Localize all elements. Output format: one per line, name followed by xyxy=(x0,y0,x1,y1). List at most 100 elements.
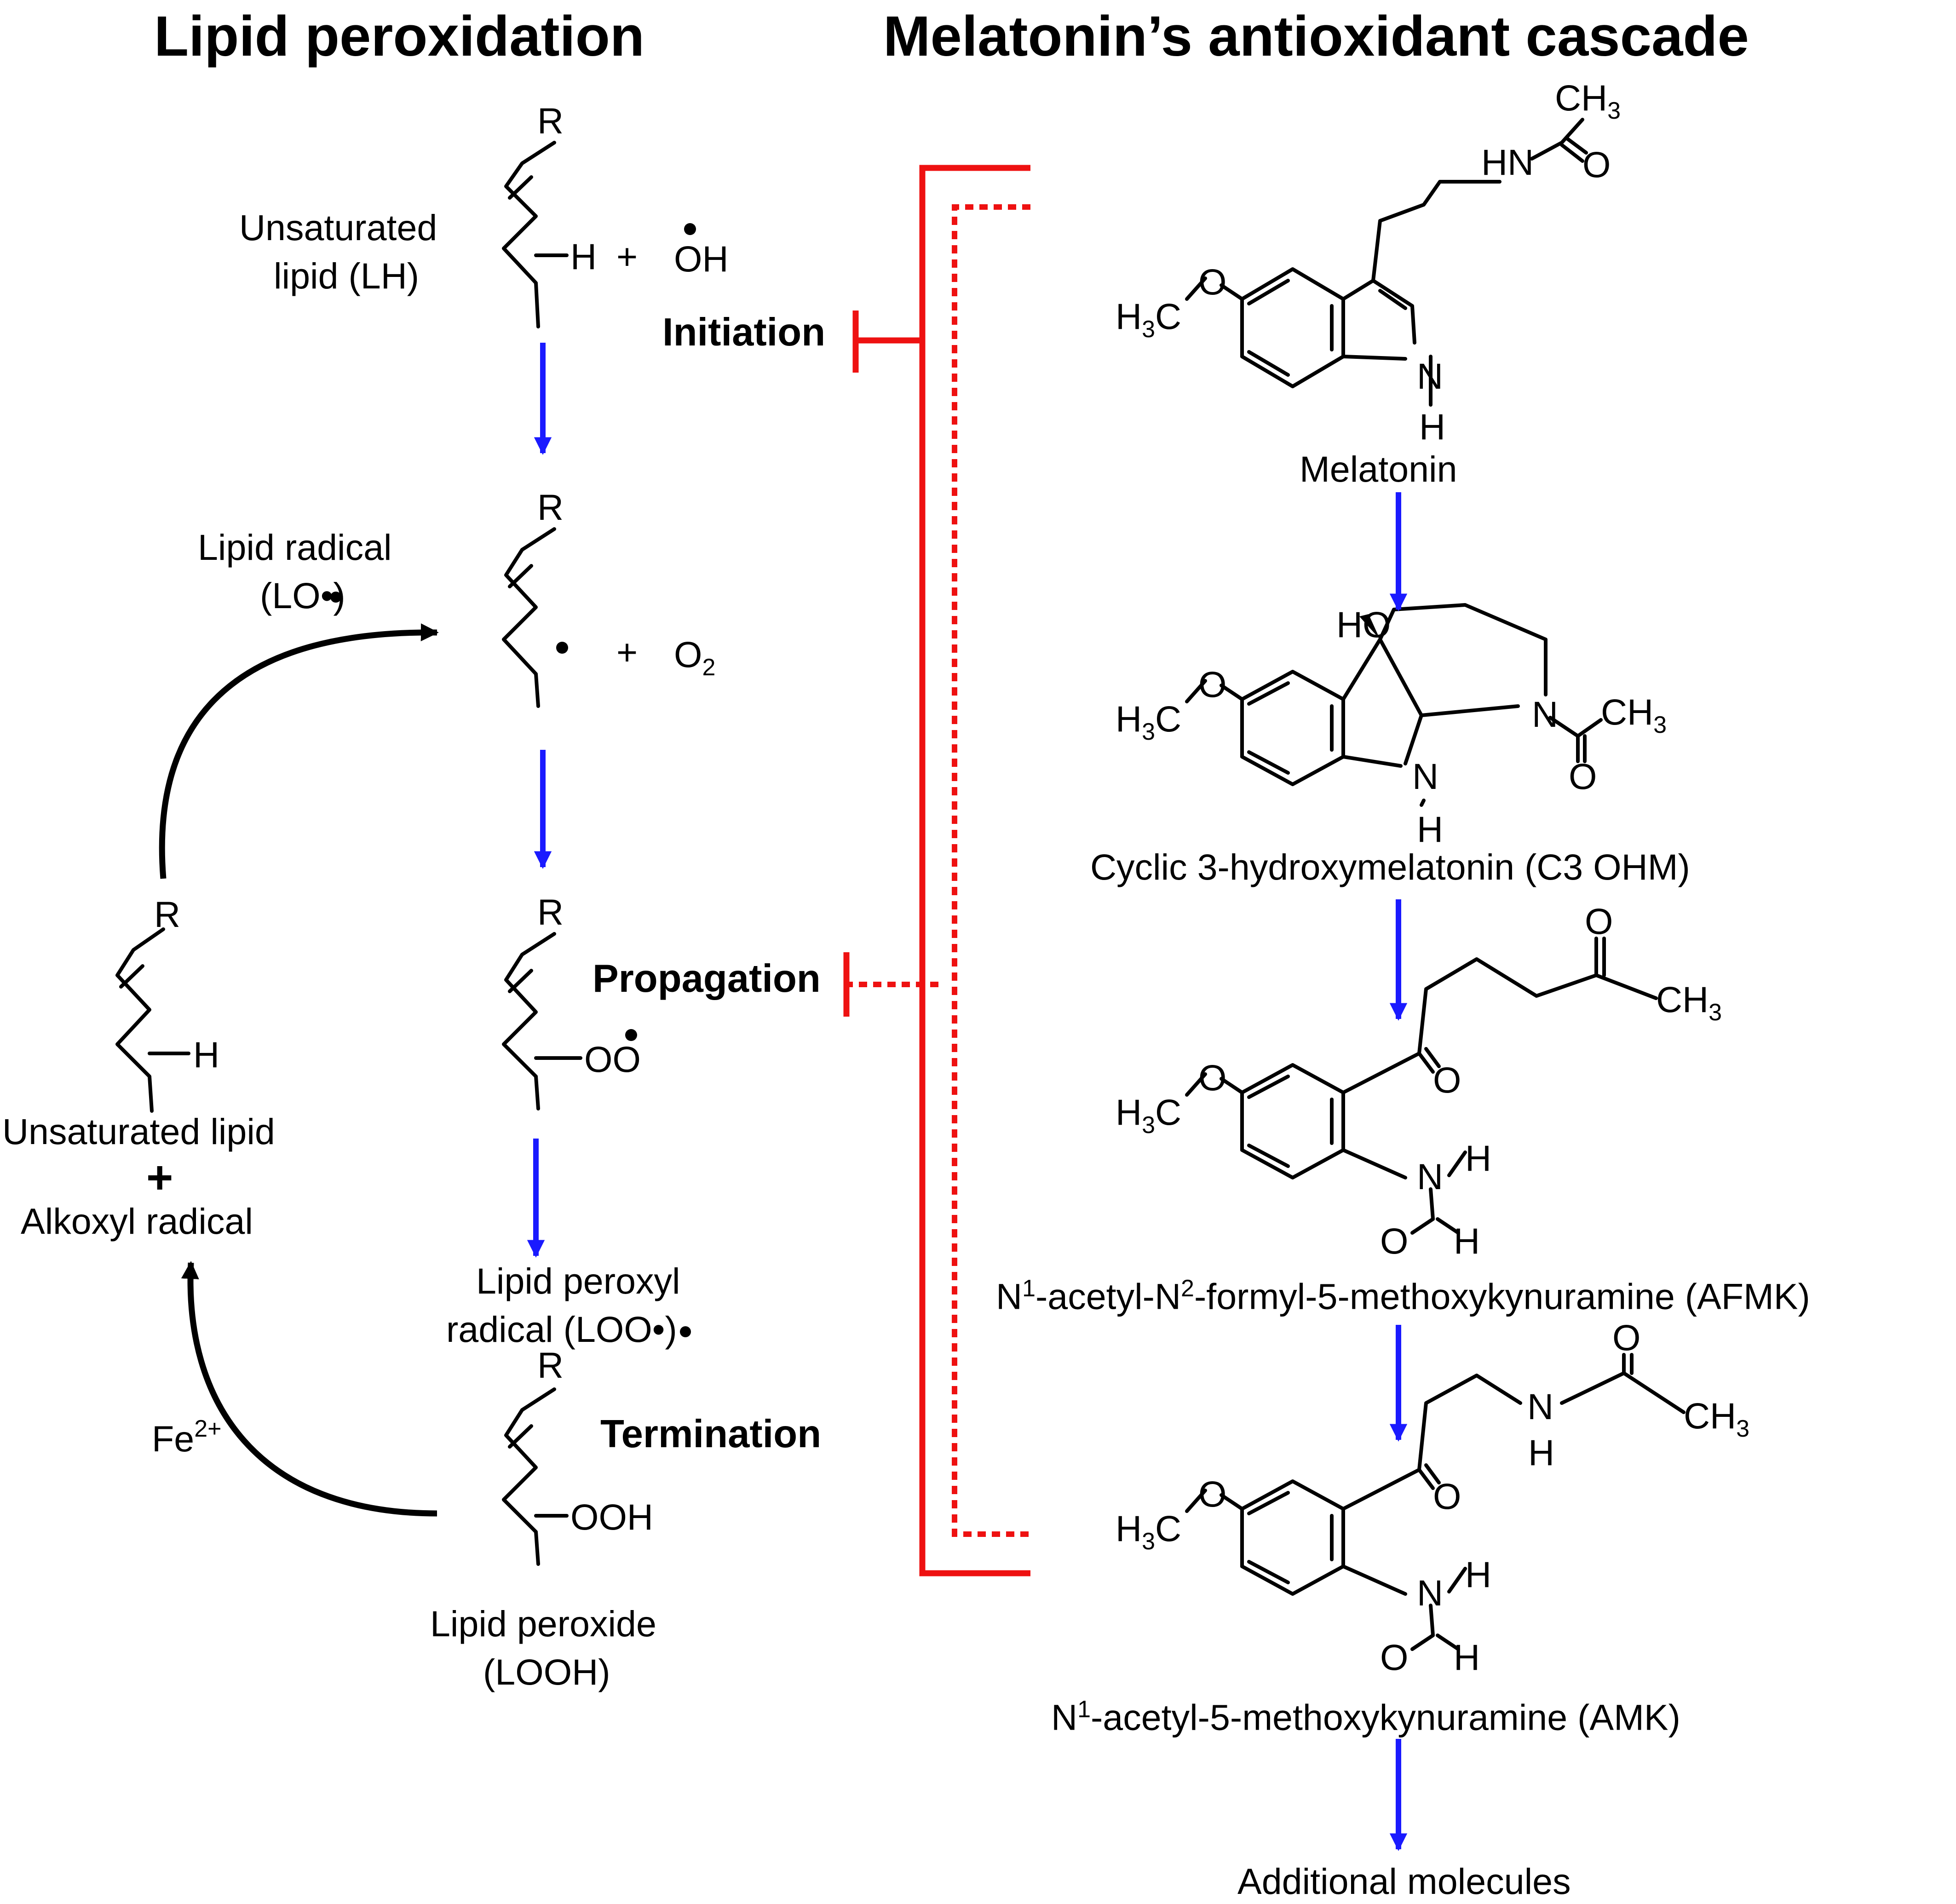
afmk-methoxy-o: O xyxy=(1198,1057,1226,1098)
step-termination: Termination xyxy=(600,1412,822,1456)
melatonin-ch3-symbol: CH xyxy=(1555,77,1607,118)
melatonin-h3c-subscript: 3 xyxy=(1142,316,1155,343)
peroxide-label-line2: (LOOH) xyxy=(483,1651,610,1692)
melatonin-nh-h: H xyxy=(1419,406,1445,447)
atom-r-5: R xyxy=(154,894,180,935)
afmk-label-rest: -formyl-5-methoxykynuramine (AFMK) xyxy=(1194,1276,1810,1317)
lipid-lh-structure xyxy=(502,141,569,328)
c3ohm-wedge-bond xyxy=(1359,614,1380,639)
afmk-amide-h: H xyxy=(1465,1138,1491,1179)
afmk-label-prefix: N xyxy=(996,1276,1023,1317)
amk-amide-h: H xyxy=(1465,1554,1491,1595)
afmk-ch3-symbol: CH xyxy=(1656,979,1709,1020)
afmk-carbonyl-o: O xyxy=(1433,1059,1461,1100)
c3ohm-h3c-h: H xyxy=(1116,698,1142,739)
lh-label-line2: lipid (LH) xyxy=(274,255,420,296)
melatonin-ch3-subscript: 3 xyxy=(1607,98,1621,124)
amk-label: N1-acetyl-5-methoxykynuramine (AMK) xyxy=(1051,1697,1680,1735)
c3ohm-h3c-c: C xyxy=(1155,698,1181,739)
amk-h3c-group: H3C xyxy=(1116,1508,1181,1555)
melatonin-carbonyl-o: O xyxy=(1582,144,1611,185)
melatonin-h3c-group: H3C xyxy=(1116,296,1181,343)
c3ohm-h3c-group: H3C xyxy=(1116,698,1181,745)
lh-label-line1: Unsaturated xyxy=(239,207,437,248)
afmk-label-sup1: 1 xyxy=(1022,1275,1036,1302)
afmk-ketone-o: O xyxy=(1585,901,1613,942)
afmk-formyl-o: O xyxy=(1380,1220,1408,1261)
radical-dot-hydroxyl xyxy=(684,223,696,235)
atom-r-3: R xyxy=(537,892,564,932)
afmk-ch3-subscript: 3 xyxy=(1709,999,1722,1026)
melatonin-ring-n: N xyxy=(1417,356,1443,397)
hydroperoxide-group: OOH xyxy=(570,1496,653,1537)
amk-ch3-group: CH3 xyxy=(1684,1395,1749,1442)
atom-r-1: R xyxy=(537,100,564,141)
lipid-peroxyl-structure xyxy=(502,932,582,1110)
c3ohm-hydroxyl: HO xyxy=(1336,604,1391,645)
afmk-h3c-subscript: 3 xyxy=(1142,1112,1155,1139)
c3ohm-ch3-subscript: 3 xyxy=(1653,712,1667,738)
radical-dot-peroxyl xyxy=(625,1029,637,1041)
radical-dot-label-lo xyxy=(330,592,341,603)
c3ohm-ch3-group: CH3 xyxy=(1601,691,1667,738)
cycle-alkoxyl-radical-label: Alkoxyl radical xyxy=(21,1201,253,1242)
amk-methoxy-o: O xyxy=(1198,1473,1226,1514)
amk-formyl-o: O xyxy=(1380,1637,1408,1678)
iron-charge: 2+ xyxy=(194,1415,221,1442)
melatonin-h3c-h: H xyxy=(1116,296,1142,337)
amk-structure xyxy=(1185,1353,1686,1651)
c3ohm-structure xyxy=(1185,603,1603,807)
oxygen-molecule: O2 xyxy=(674,634,715,681)
afmk-h3c-h: H xyxy=(1116,1092,1142,1133)
atom-h-cycle: H xyxy=(193,1034,219,1075)
title-melatonin-cascade: Melatonin’s antioxidant cascade xyxy=(883,5,1749,68)
inhibition-bracket-dashed xyxy=(952,204,1030,1537)
amk-h3c-c: C xyxy=(1155,1508,1181,1549)
cycle-plus-sign: + xyxy=(146,1152,173,1203)
cycle-arrow-to-lipid-radical xyxy=(159,623,439,879)
cycle-unsaturated-lipid-label: Unsaturated lipid xyxy=(2,1111,275,1152)
c3ohm-ch3-symbol: CH xyxy=(1601,691,1653,732)
melatonin-h3c-c: C xyxy=(1155,296,1181,337)
c3ohm-methoxy-o: O xyxy=(1198,664,1226,705)
amk-label-prefix: N xyxy=(1051,1697,1078,1738)
amk-amide-nh-n: N xyxy=(1527,1386,1553,1427)
afmk-formyl-h: H xyxy=(1454,1220,1480,1261)
amk-ch3-subscript: 3 xyxy=(1736,1415,1749,1442)
step-initiation: Initiation xyxy=(662,311,826,354)
c3ohm-nh-h: H xyxy=(1417,809,1443,850)
amk-formyl-h: H xyxy=(1454,1637,1480,1678)
amk-h3c-h: H xyxy=(1116,1508,1142,1549)
c3ohm-h3c-subscript: 3 xyxy=(1142,719,1155,745)
plus-sign-1: + xyxy=(616,236,638,277)
afmk-h3c-group: H3C xyxy=(1116,1092,1181,1139)
amk-label-sup1: 1 xyxy=(1077,1696,1091,1723)
melatonin-methoxy-o: O xyxy=(1198,261,1226,302)
c3ohm-ring-n: N xyxy=(1532,694,1558,735)
peroxyl-group: OO xyxy=(584,1039,641,1080)
inhibition-bracket-solid xyxy=(919,165,1030,1576)
amk-carbonyl-o-top: O xyxy=(1612,1317,1640,1358)
afmk-amide-n: N xyxy=(1417,1156,1443,1197)
radical-dot-label-loo xyxy=(680,1326,691,1337)
iron-symbol: Fe xyxy=(152,1418,194,1459)
peroxide-label-line1: Lipid peroxide xyxy=(430,1603,656,1644)
amk-h3c-subscript: 3 xyxy=(1142,1528,1155,1555)
hydroxyl-radical: OH xyxy=(674,238,729,279)
afmk-label-mid: -acetyl-N xyxy=(1035,1276,1181,1317)
cycle-arrow-fe-to-alkoxyl xyxy=(181,1261,437,1517)
afmk-structure xyxy=(1185,937,1658,1235)
afmk-h3c-c: C xyxy=(1155,1092,1181,1133)
melatonin-hn-group: HN xyxy=(1481,142,1534,183)
atom-r-2: R xyxy=(537,487,564,528)
melatonin-structure xyxy=(1185,118,1588,407)
amk-carbonyl-o: O xyxy=(1433,1476,1461,1517)
c3ohm-label: Cyclic 3-hydroxymelatonin (C3 OHM) xyxy=(1090,846,1690,887)
atom-h-lh: H xyxy=(570,236,597,277)
c3ohm-indoline-n: N xyxy=(1412,756,1438,797)
afmk-ch3-group: CH3 xyxy=(1656,979,1722,1026)
amk-ch3-symbol: CH xyxy=(1684,1395,1736,1436)
amk-amide-nh-h: H xyxy=(1528,1432,1554,1473)
